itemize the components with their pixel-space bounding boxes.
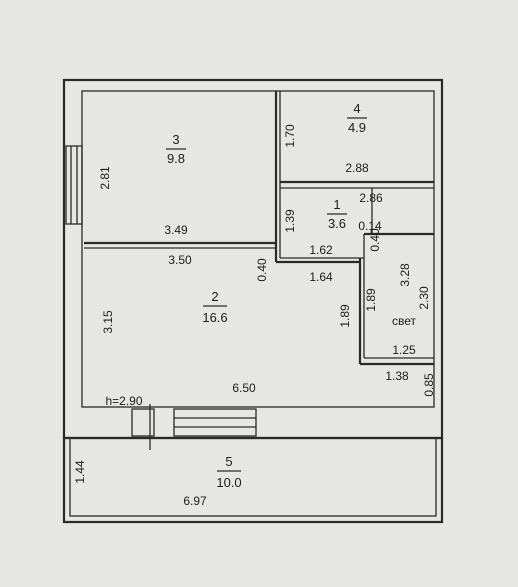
room-area: 9.8 [167,151,185,166]
dim-1-38: 1.38 [385,369,409,383]
dim-0-85: 0.85 [422,373,436,397]
interior-walls [84,91,434,366]
dim-1-62: 1.62 [309,243,333,257]
room-area: 16.6 [202,310,227,325]
room-3-label: 3 9.8 [166,132,186,166]
balcony-walls [62,436,444,524]
dim-3-15: 3.15 [101,310,115,334]
dim-0-40-b: 0.40 [255,258,269,282]
room-number: 4 [353,101,360,116]
room-area: 10.0 [216,475,241,490]
dim-0-14: 0.14 [358,219,382,233]
room-number: 3 [172,132,179,147]
dim-3-50: 3.50 [168,253,192,267]
vertical-dimension-labels: 2.81 1.70 1.39 0.40 0.40 3.28 2.30 1.89 … [73,124,436,484]
svet-label: свет [392,314,417,328]
dim-0-40-a: 0.40 [368,228,382,252]
dim-1-25: 1.25 [392,343,416,357]
dim-1-44: 1.44 [73,460,87,484]
dim-2-86: 2.86 [359,191,383,205]
room-5-label: 5 10.0 [216,454,241,490]
dim-1-64: 1.64 [309,270,333,284]
dim-3-28: 3.28 [398,263,412,287]
room-area: 3.6 [328,216,346,231]
dim-1-70: 1.70 [283,124,297,148]
dimension-labels: 3.49 2.88 2.86 0.14 1.62 3.50 1.64 свет … [105,161,416,508]
dim-6-50: 6.50 [232,381,256,395]
room-1-label: 1 3.6 [327,197,347,231]
room-area: 4.9 [348,120,366,135]
balcony-window [173,408,257,437]
dim-1-89-b: 1.89 [338,304,352,328]
dim-2-88: 2.88 [345,161,369,175]
room-4-label: 4 4.9 [347,101,367,135]
dim-2-81: 2.81 [98,166,112,190]
room-2-label: 2 16.6 [202,289,227,325]
left-window [65,145,83,225]
room-number: 1 [333,197,340,212]
dim-1-89-a: 1.89 [364,288,378,312]
dim-2-30: 2.30 [417,286,431,310]
dim-1-39: 1.39 [283,209,297,233]
room-number: 5 [225,454,232,469]
balcony-door [131,404,155,450]
dim-3-49: 3.49 [164,223,188,237]
room-number: 2 [211,289,218,304]
height-label: h=2.90 [105,394,142,408]
dim-6-97: 6.97 [183,494,207,508]
